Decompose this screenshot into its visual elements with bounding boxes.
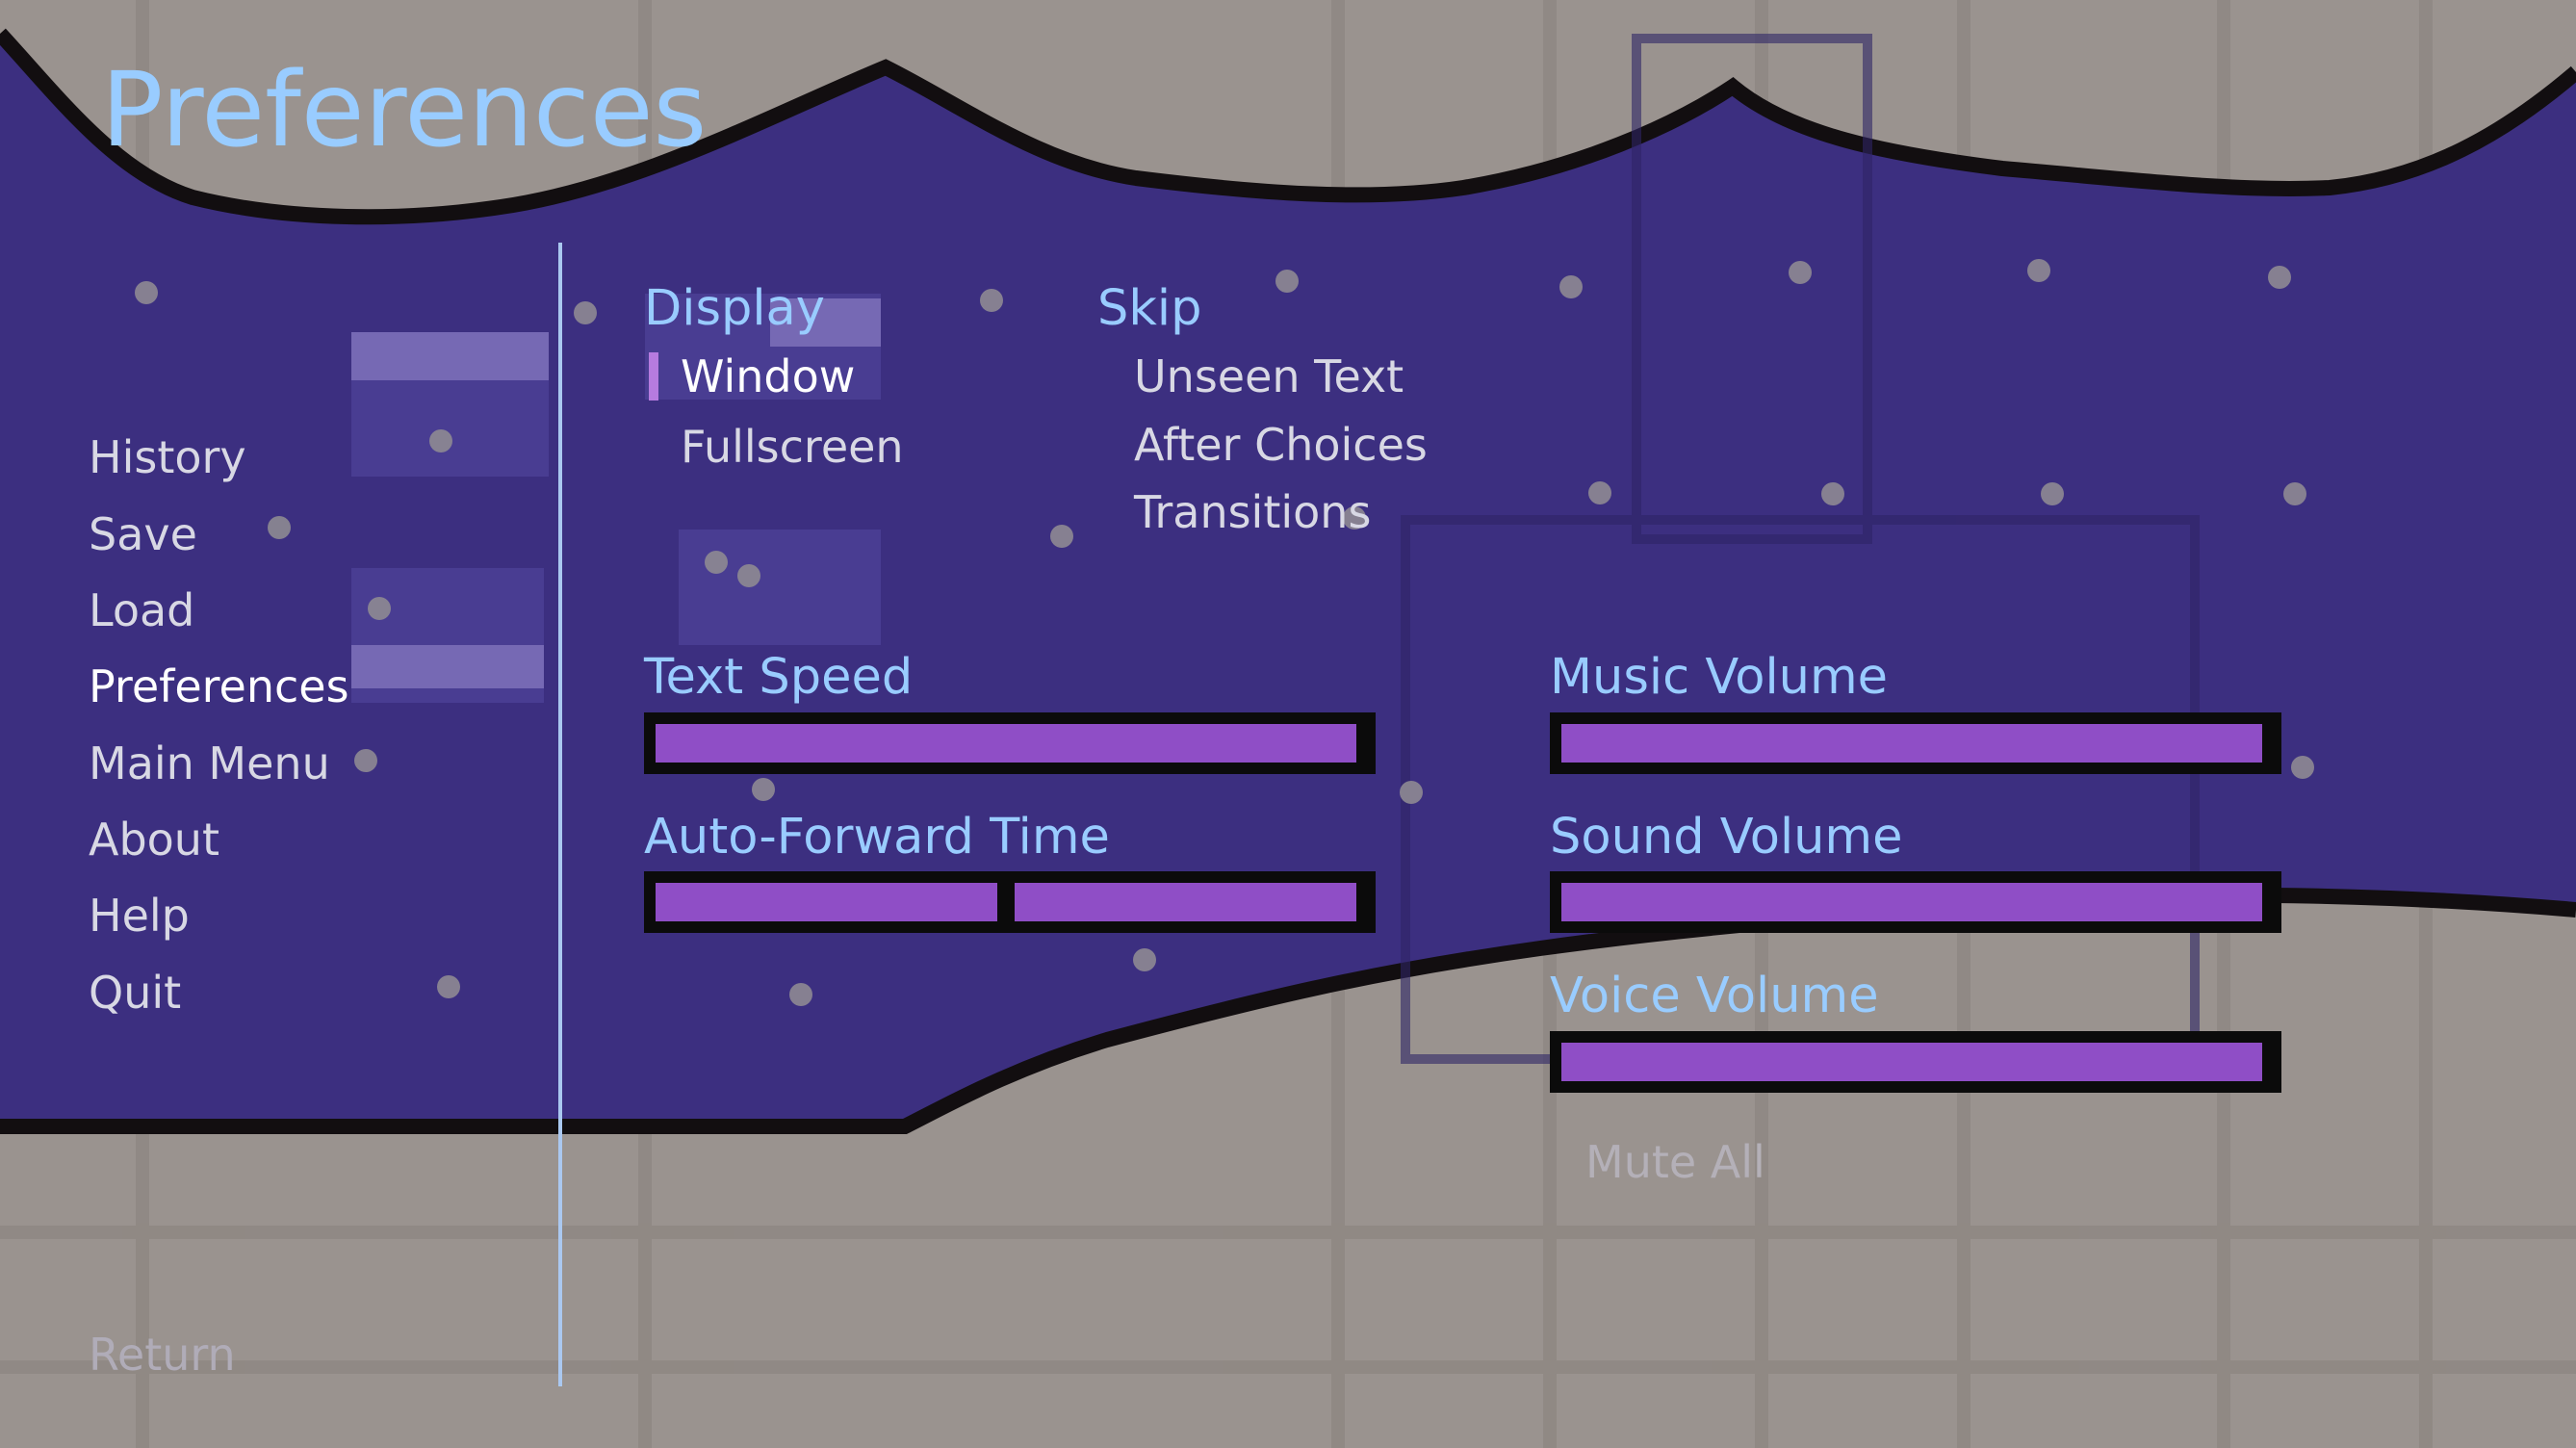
skip-option-after-choices[interactable]: After Choices — [1134, 419, 1428, 471]
nav-item-help[interactable]: Help — [89, 890, 190, 942]
text-speed-label: Text Speed — [644, 649, 914, 706]
mute-all-button[interactable]: Mute All — [1585, 1136, 1765, 1188]
nav-item-load[interactable]: Load — [89, 584, 195, 636]
voice-volume-label: Voice Volume — [1550, 968, 1879, 1024]
nav-item-history[interactable]: History — [89, 431, 246, 483]
nav-item-main-menu[interactable]: Main Menu — [89, 737, 330, 789]
nav-item-preferences[interactable]: Preferences — [89, 660, 349, 712]
text-speed-slider-track — [656, 724, 1356, 763]
nav-item-quit[interactable]: Quit — [89, 967, 182, 1019]
sound-volume-label: Sound Volume — [1550, 809, 1903, 866]
display-label: Display — [644, 280, 825, 337]
display-option-fullscreen[interactable]: Fullscreen — [681, 421, 904, 473]
voice-volume-slider[interactable] — [1550, 1031, 2281, 1093]
auto-forward-slider[interactable] — [644, 871, 1376, 933]
auto-forward-slider-thumb[interactable] — [997, 871, 1015, 933]
selection-marker — [649, 352, 658, 401]
text-speed-slider[interactable] — [644, 712, 1376, 774]
skip-label: Skip — [1097, 280, 1202, 337]
nav-item-about[interactable]: About — [89, 814, 220, 866]
sound-volume-slider[interactable] — [1550, 871, 2281, 933]
auto-forward-label: Auto-Forward Time — [644, 809, 1110, 866]
skip-option-transitions[interactable]: Transitions — [1134, 486, 1372, 538]
skip-option-unseen-text[interactable]: Unseen Text — [1134, 350, 1404, 402]
music-volume-slider[interactable] — [1550, 712, 2281, 774]
voice-volume-slider-track — [1561, 1043, 2262, 1081]
auto-forward-slider-track — [656, 871, 1356, 933]
return-button[interactable]: Return — [89, 1329, 236, 1381]
music-volume-slider-track — [1561, 724, 2262, 763]
screen-title: Preferences — [101, 51, 708, 170]
music-volume-label: Music Volume — [1550, 649, 1888, 706]
sound-volume-slider-track — [1561, 883, 2262, 921]
display-option-window[interactable]: Window — [681, 350, 856, 402]
nav-item-save[interactable]: Save — [89, 508, 197, 560]
nav-divider — [558, 243, 562, 1386]
wave-shape — [0, 34, 2576, 1126]
